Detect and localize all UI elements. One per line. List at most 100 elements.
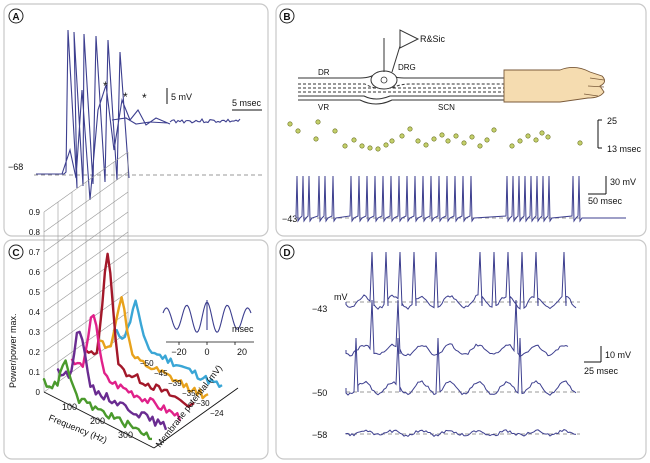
panel-d-frame	[275, 239, 647, 460]
isi-dot	[525, 133, 531, 139]
isi-dot	[367, 145, 373, 151]
spectrum-series	[56, 330, 168, 431]
scale-ms-label: 5 msec	[232, 98, 262, 108]
x-tick-label: 200	[90, 416, 105, 426]
asterisk-3: *	[142, 91, 147, 105]
isi-dot	[517, 138, 523, 144]
z-tick-label: −35	[182, 389, 196, 398]
y-tick-labels: 00.10.20.30.40.50.60.70.80.9	[29, 208, 41, 397]
isi-dot	[445, 138, 451, 144]
z-tick-label: −50	[140, 359, 154, 368]
isi-dot	[439, 132, 445, 138]
isi-dot	[399, 133, 405, 139]
panel-d: mV −43 −50 −58 10 mV 25 msec	[312, 251, 631, 440]
isi-dot	[509, 143, 515, 149]
isi-dot	[295, 128, 301, 134]
z-tick-label: −30	[196, 399, 210, 408]
isi-dot	[359, 143, 365, 149]
d-level-50: −50	[312, 388, 327, 398]
trace-minus58	[345, 429, 577, 438]
z-tick-label: −39	[168, 379, 182, 388]
y-axis-label: Power/power max.	[8, 313, 18, 388]
isi-dot	[545, 134, 551, 140]
panel-b-frame	[275, 3, 647, 237]
asterisk-2: *	[123, 90, 128, 104]
nerve-bundle: R&Sic DR DRG VR SCN	[298, 29, 504, 112]
autocorr-tick-neg20: −20	[171, 347, 186, 357]
panel-c-frame	[3, 239, 269, 460]
isi-scatter	[287, 119, 583, 152]
spike-train-trace	[295, 175, 626, 223]
panel-letter-c: C	[8, 244, 24, 260]
isi-dot	[461, 140, 467, 146]
drg-ganglion	[370, 70, 398, 90]
isi-dot	[423, 142, 429, 148]
isi-dot	[491, 127, 497, 133]
isi-dot	[577, 140, 583, 146]
paw-illustration	[503, 67, 605, 103]
z-tick-label: −24	[210, 409, 224, 418]
baseline-label: −43	[282, 214, 297, 224]
spectrum-series	[112, 299, 223, 388]
trace-minus50	[345, 337, 577, 396]
drg-label: DRG	[398, 63, 416, 72]
y-tick-label: 0.1	[29, 368, 41, 377]
isi-top-label: 25	[607, 116, 617, 126]
asterisk-1: *	[103, 79, 108, 93]
vr-label: VR	[318, 103, 329, 112]
y-tick-label: 0	[36, 388, 41, 397]
action-potential-traces	[36, 29, 241, 201]
panel-b-letter: B	[283, 12, 290, 23]
panel-c: 00.10.20.30.40.50.60.70.80.9 Power/power…	[8, 151, 254, 449]
panel-a-frame	[3, 3, 269, 237]
amplifier-symbol	[399, 29, 420, 49]
y-tick-label: 0.8	[29, 228, 41, 237]
panel-c-letter: C	[12, 248, 19, 259]
x-tick-label: 100	[62, 402, 77, 412]
spectrum-series	[42, 359, 153, 441]
d-level-43: −43	[312, 304, 327, 314]
d-unit-label: mV	[334, 292, 348, 302]
x-axis	[43, 391, 155, 449]
power-spectrum-series	[42, 252, 223, 441]
isi-dot	[407, 126, 413, 132]
z-tick-label: −45	[154, 369, 168, 378]
y-tick-label: 0.3	[29, 328, 41, 337]
dr-label: DR	[318, 68, 330, 77]
stimulating-electrode	[391, 45, 401, 73]
b-scale-ms-label: 50 msec	[588, 196, 623, 206]
isi-dot	[533, 137, 539, 143]
spectrum-series	[98, 296, 209, 400]
y-tick-label: 0.7	[29, 248, 41, 257]
scale-mv-label: 5 mV	[171, 92, 192, 102]
trace-minus43	[345, 251, 577, 310]
isi-dot	[375, 146, 381, 152]
panel-letter-d: D	[279, 244, 295, 260]
isi-dot	[389, 138, 395, 144]
z-tick-labels: −24−30−35−39−45−50	[140, 359, 224, 418]
isi-dot	[287, 121, 293, 127]
d-scale-mv-label: 10 mV	[605, 350, 631, 360]
isi-dot	[539, 130, 545, 136]
spectrum-series	[84, 252, 195, 408]
isi-dot	[313, 136, 319, 142]
panel-a: −68 * * * 5 mV 5 msec	[8, 29, 262, 201]
autocorrelation-trace	[162, 300, 252, 333]
y-tick-label: 0.6	[29, 268, 41, 277]
b-scale-mv-label: 30 mV	[610, 177, 636, 187]
isi-dot	[484, 137, 490, 143]
y-tick-label: 0.5	[29, 288, 41, 297]
isi-dot	[469, 134, 475, 140]
isi-dot	[342, 143, 348, 149]
isi-dot	[415, 138, 421, 144]
y-tick-label: 0.4	[29, 308, 41, 317]
panel-letter-a: A	[8, 8, 24, 24]
isi-dot	[315, 119, 321, 125]
panel-b: R&Sic DR DRG VR SCN 25 13 msec −43 30 mV…	[282, 29, 642, 224]
isi-dot	[332, 128, 338, 134]
spectrum-series	[70, 314, 182, 422]
d-level-58: −58	[312, 430, 327, 440]
